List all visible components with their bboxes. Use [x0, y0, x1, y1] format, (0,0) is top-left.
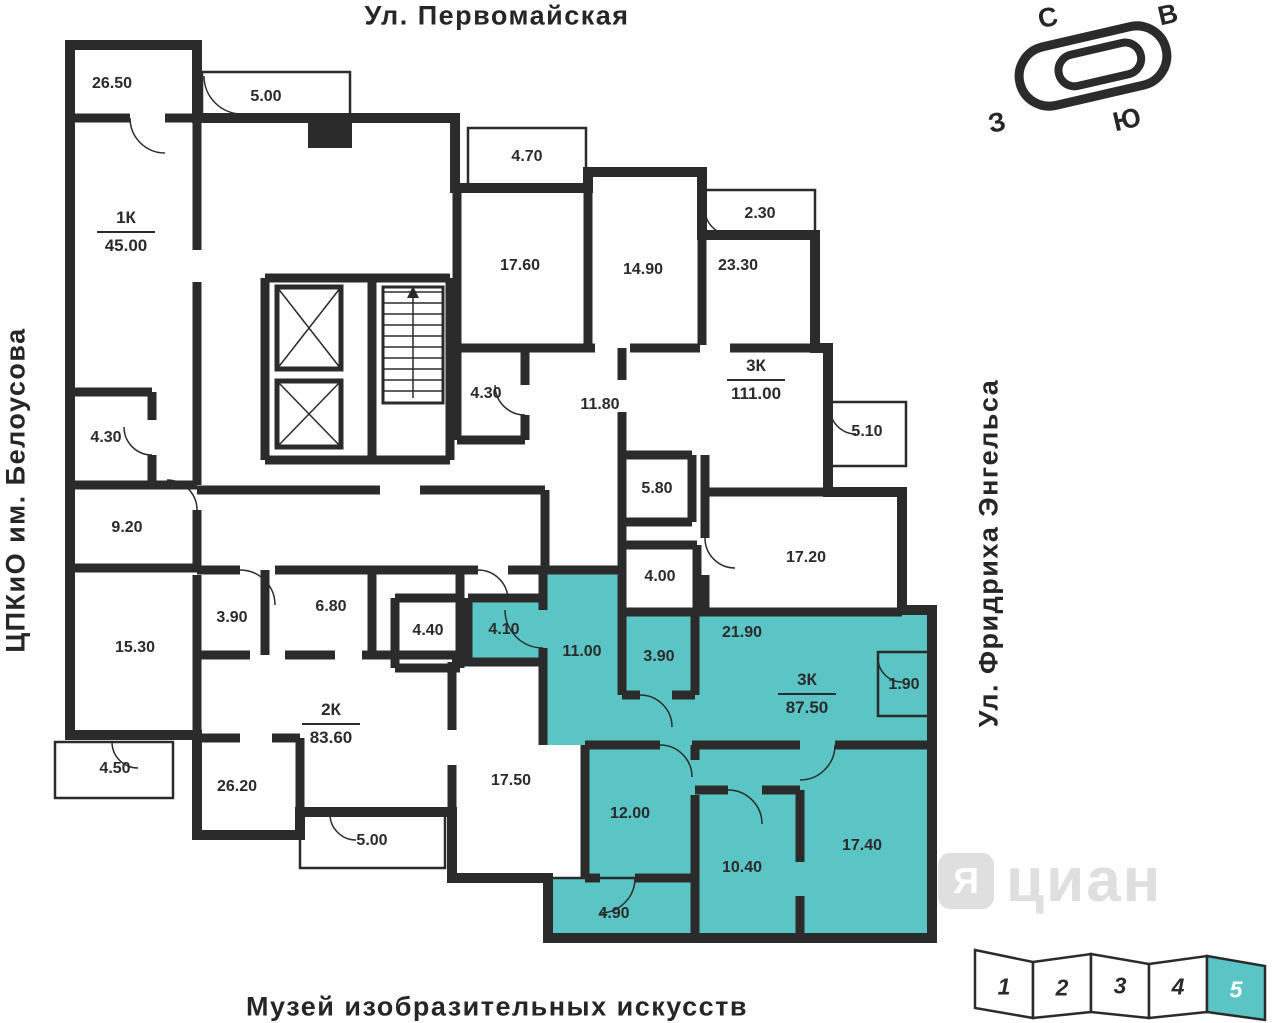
selected-apartment-hall-region[interactable] — [468, 598, 543, 662]
door-arcs — [111, 75, 903, 914]
room-area-label: 4.50 — [99, 760, 131, 777]
room-area-label: 4.90 — [598, 905, 630, 922]
apartment-type: 2К — [321, 700, 341, 719]
apartment-label-1k-45[interactable]: 1К 45.00 — [97, 208, 155, 256]
fraction-line — [778, 693, 836, 695]
room-area-label: 5.10 — [851, 423, 883, 440]
compass-icon — [1014, 21, 1172, 111]
room-area-label: 2.30 — [744, 205, 776, 222]
watermark-text: циан — [1006, 846, 1163, 915]
apartment-type: 3К — [746, 356, 766, 375]
elevator-icon — [274, 284, 344, 450]
apartment-label-2k-83[interactable]: 2К 83.60 — [302, 700, 360, 748]
room-area-label: 14.90 — [622, 261, 664, 278]
apartment-type: 3К — [797, 670, 817, 689]
room-area-label: 17.60 — [499, 257, 541, 274]
stairs-icon — [381, 285, 445, 405]
room-area-label: 4.00 — [644, 568, 676, 585]
street-label-right: Ул. Фридриха Энгельса — [973, 378, 1004, 728]
section-2[interactable]: 2 — [1055, 974, 1069, 1001]
balconies — [53, 70, 934, 940]
selected-apartment-region[interactable] — [543, 570, 932, 938]
room-area-label: 3.90 — [643, 648, 675, 665]
room-area-label: 4.70 — [511, 148, 543, 165]
room-area-label: 26.50 — [91, 75, 133, 92]
apartment-area: 45.00 — [104, 236, 148, 255]
room-area-label: 6.80 — [315, 598, 347, 615]
room-area-label: 12.00 — [609, 805, 651, 822]
room-area-label: 17.20 — [785, 549, 827, 566]
fraction-line — [302, 723, 360, 725]
watermark: Я циан — [938, 845, 1162, 916]
room-area-label: 5.00 — [250, 88, 282, 105]
apartment-area: 111.00 — [730, 384, 782, 403]
apartment-area: 83.60 — [309, 728, 353, 747]
fraction-line — [727, 379, 785, 381]
apartment-type: 1К — [116, 208, 136, 227]
room-area-label: 4.10 — [488, 621, 520, 638]
room-area-label: 4.30 — [470, 385, 502, 402]
apartment-area: 87.50 — [785, 698, 829, 717]
building-sections-minimap[interactable] — [973, 948, 1267, 1022]
section-5[interactable]: 5 — [1229, 976, 1243, 1003]
section-3[interactable]: 3 — [1113, 972, 1127, 999]
room-area-label: 4.30 — [90, 429, 122, 446]
room-area-label: 15.30 — [114, 639, 156, 656]
fraction-line — [97, 231, 155, 233]
room-area-label: 26.20 — [216, 778, 258, 795]
room-area-label: 9.20 — [111, 519, 143, 536]
watermark-logo: Я — [938, 852, 994, 909]
section-1[interactable]: 1 — [997, 973, 1011, 1000]
room-area-label: 17.40 — [841, 837, 883, 854]
room-area-label: 3.90 — [216, 609, 248, 626]
street-label-bottom: Музей изобразительных искусств — [246, 991, 748, 1022]
section-4[interactable]: 4 — [1171, 973, 1185, 1000]
room-area-label: 11.00 — [562, 643, 602, 660]
room-area-label: 5.80 — [641, 480, 673, 497]
room-area-label: 1.90 — [888, 676, 920, 693]
room-area-label: 4.40 — [412, 622, 444, 639]
interior-walls — [70, 113, 932, 938]
room-area-label: 5.00 — [356, 832, 388, 849]
apartment-label-3k-111[interactable]: 3К 111.00 — [727, 356, 785, 404]
room-area-label: 23.30 — [717, 257, 759, 274]
room-area-label: 11.80 — [580, 396, 620, 413]
wall-block — [308, 118, 352, 148]
section-shape-5[interactable] — [1205, 954, 1267, 1022]
room-area-label: 10.40 — [721, 859, 763, 876]
room-area-label: 17.50 — [490, 772, 532, 789]
apartment-label-3k-87-selected[interactable]: 3К 87.50 — [778, 670, 836, 718]
street-label-left: ЦПКиО им. Белоусова — [0, 327, 31, 653]
room-area-label: 21.90 — [721, 624, 763, 641]
street-label-top: Ул. Первомайская — [364, 0, 630, 31]
